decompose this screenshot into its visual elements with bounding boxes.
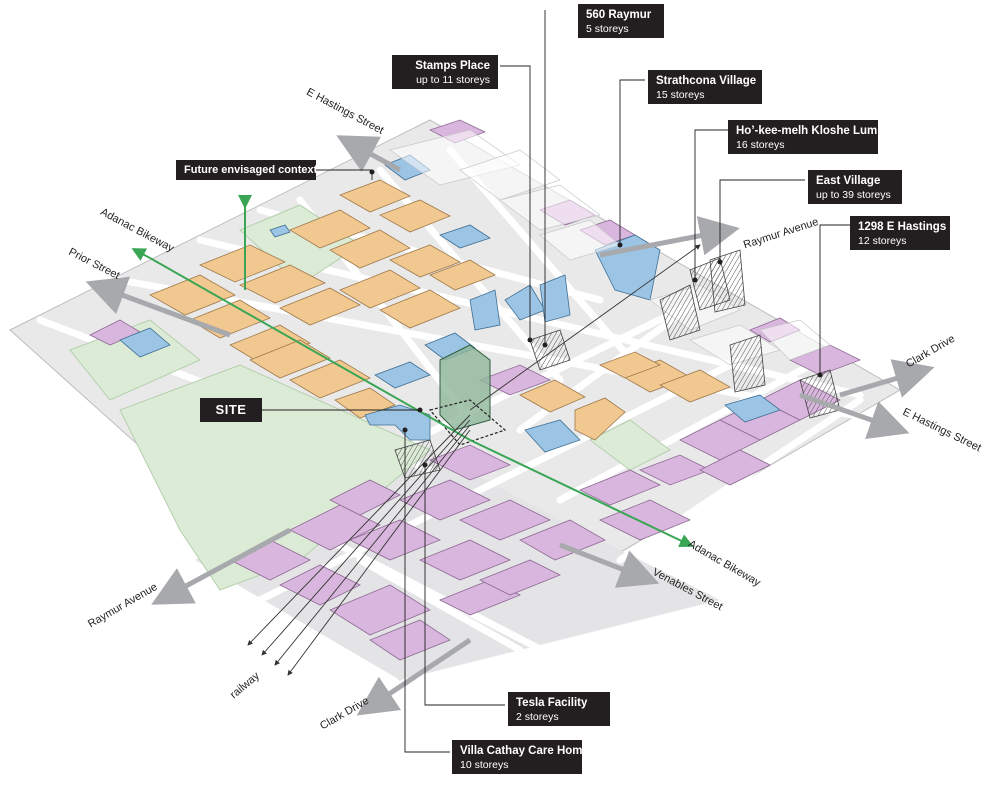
callout-title: Stamps Place: [415, 60, 490, 72]
callout-title: Tesla Facility: [516, 697, 588, 709]
callout-sub: 10 storeys: [460, 759, 509, 771]
site-label: SITE: [200, 398, 262, 422]
site-tower: [439, 344, 491, 431]
callout-title: East Village: [816, 175, 881, 187]
callout-tesla-facility: Tesla Facility 2 storeys: [508, 692, 610, 726]
callout-title: Future envisaged context: [184, 164, 318, 176]
residential-blocks: [149, 179, 731, 441]
callout-villa-cathay: Villa Cathay Care Home 10 storeys: [452, 740, 589, 774]
hatched-towers: [394, 249, 841, 479]
callout-sub: 2 storeys: [516, 711, 559, 723]
leader-lines: [262, 10, 850, 753]
callout-stamps-place: Stamps Place up to 11 storeys: [392, 55, 498, 89]
callout-strathcona-village: Strathcona Village 15 storeys: [648, 70, 762, 104]
callout-title: 1298 E Hastings: [858, 221, 947, 233]
callout-title: Villa Cathay Care Home: [460, 745, 589, 757]
callout-sub: up to 39 storeys: [816, 189, 891, 201]
street-arrows: [85, 135, 935, 716]
callout-title: 560 Raymur: [586, 9, 652, 21]
callout-sub: 12 storeys: [858, 235, 907, 247]
callout-title: Strathcona Village: [656, 75, 757, 87]
railway-lines: [247, 244, 701, 676]
callout-1298-e-hastings: 1298 E Hastings 12 storeys: [850, 216, 950, 250]
callout-ho-kee-melh: Ho’-kee-melh Kloshe Lum 16 storeys: [728, 120, 878, 154]
callout-east-village: East Village up to 39 storeys: [808, 170, 902, 204]
callout-sub: 15 storeys: [656, 89, 705, 101]
callout-sub: up to 11 storeys: [416, 74, 490, 86]
adanac-bikeway-line: [149, 257, 694, 548]
callout-future-context: Future envisaged context: [176, 160, 318, 180]
callout-560-raymur: 560 Raymur 5 storeys: [578, 4, 664, 38]
site-footprint: [428, 399, 507, 446]
callout-title: Ho’-kee-melh Kloshe Lum: [736, 125, 878, 137]
parks: [69, 204, 671, 591]
callout-sub: 16 storeys: [736, 139, 785, 151]
callout-sub: 5 storeys: [586, 23, 629, 35]
